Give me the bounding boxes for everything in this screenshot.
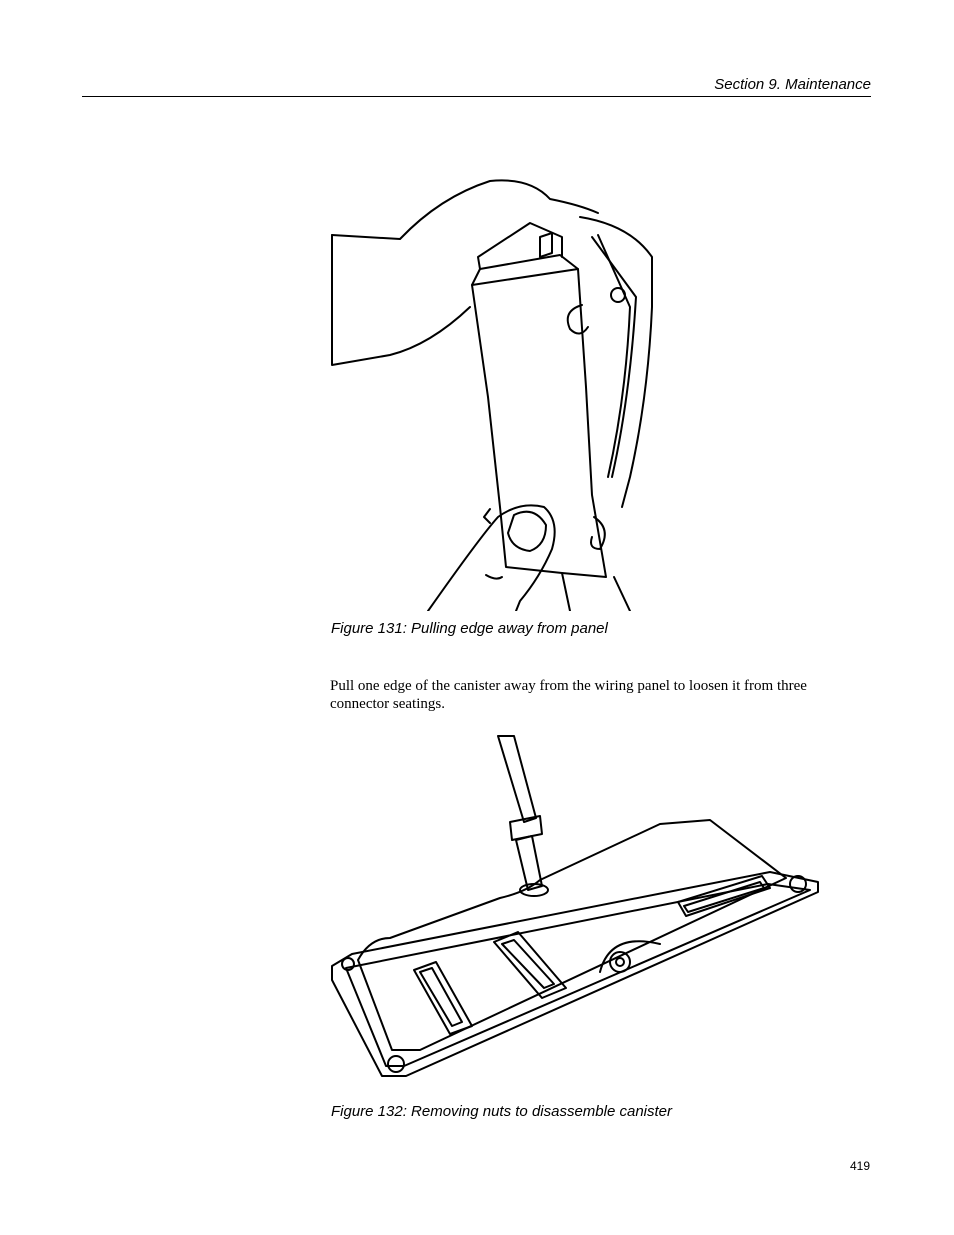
figure-132-caption: Figure 132: Removing nuts to disassemble… (331, 1103, 673, 1120)
figure-131-illustration (330, 177, 656, 611)
figure-131-caption: Figure 131: Pulling edge away from panel (331, 620, 608, 637)
header-rule (82, 96, 871, 97)
running-header: Section 9. Maintenance (714, 76, 871, 93)
body-paragraph: Pull one edge of the canister away from … (330, 678, 807, 712)
figure-132-illustration (330, 732, 820, 1096)
page-number: 419 (849, 1159, 870, 1173)
